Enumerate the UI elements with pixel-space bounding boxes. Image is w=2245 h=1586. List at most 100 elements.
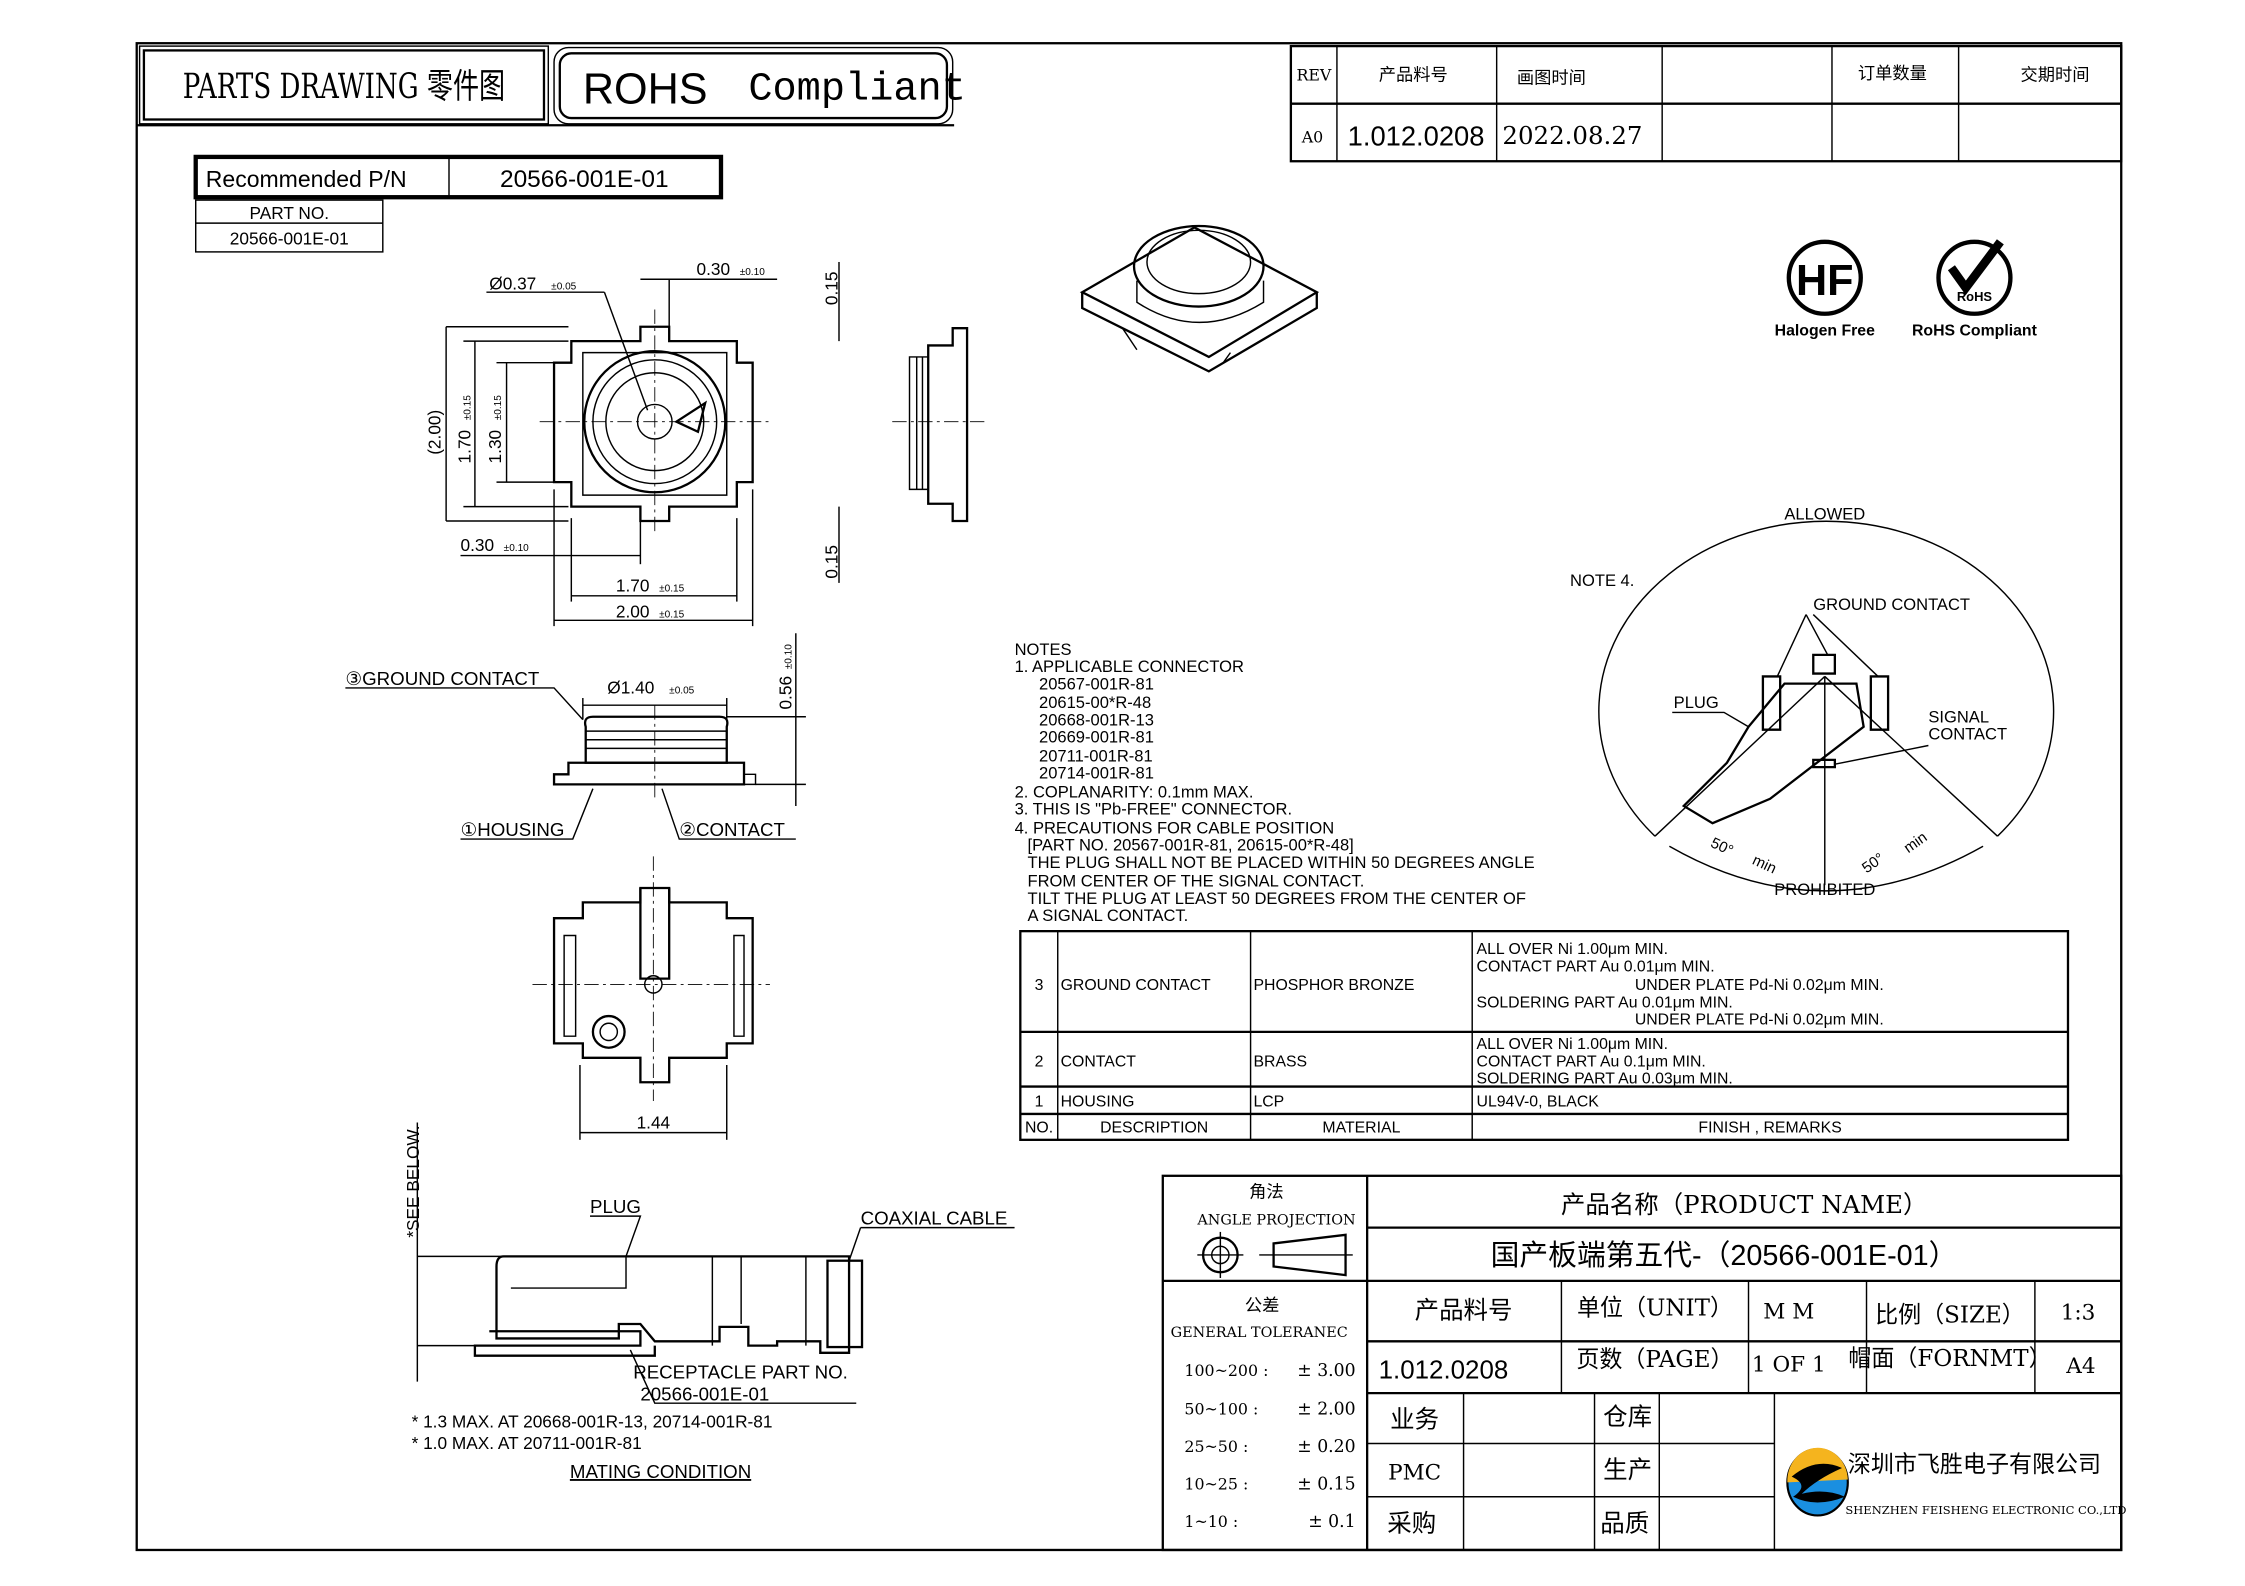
sheet-border: [135, 42, 2123, 1552]
notes-line: A SIGNAL CONTACT.: [1028, 906, 1189, 925]
notes-line: TILT THE PLUG AT LEAST 50 DEGREES FROM T…: [1028, 889, 1527, 908]
dim-dia-037: Ø0.37: [489, 273, 536, 293]
tolerance-row: 1~10 :± 0.1: [1184, 1512, 1355, 1532]
notes-line: 20668-001R-13: [1039, 710, 1154, 729]
tolerance-value: ± 0.20: [1297, 1437, 1355, 1457]
part-no-label: 产品料号: [1415, 1295, 1513, 1324]
tolerance-cn: 公差: [1245, 1296, 1280, 1316]
row-description: CONTACT: [1061, 1053, 1137, 1070]
tolerance-range: 1~10 :: [1184, 1512, 1238, 1531]
table-row: 3 GROUND CONTACT PHOSPHOR BRONZE ALL OVE…: [1035, 941, 1884, 1029]
row-finish: CONTACT PART Au 0.1μm MIN.: [1477, 1053, 1706, 1070]
dim-height-056-tol: ±0.10: [784, 644, 795, 670]
row-description: GROUND CONTACT: [1061, 977, 1211, 994]
dim-w-200-tol: ±0.15: [659, 609, 685, 620]
company-logo-icon: [1786, 1447, 1849, 1517]
housing-callout: ①HOUSING: [461, 819, 565, 840]
table-row: 2 CONTACT BRASS ALL OVER Ni 1.00μm MIN. …: [1035, 1036, 1733, 1088]
see-below-note: *SEE BELOW.: [403, 1126, 423, 1238]
dim-top-030-tol: ±0.10: [740, 267, 766, 278]
notes-line: 4. PRECAUTIONS FOR CABLE POSITION: [1015, 818, 1335, 837]
mating-note-1: * 1.3 MAX. AT 20668-001R-13, 20714-001R-…: [412, 1412, 773, 1432]
row-material: LCP: [1253, 1094, 1284, 1111]
halogen-free-icon: [1786, 239, 1863, 316]
header-description: DESCRIPTION: [1100, 1120, 1208, 1137]
rohs-badge: RoHS RoHS Compliant: [1912, 239, 2038, 339]
dim-dia-140: Ø1.40: [607, 678, 654, 698]
right-angle-label: 50°: [1859, 850, 1887, 877]
first-angle-projection-icon: [1197, 1231, 1353, 1278]
side-profile-drawing: [892, 327, 986, 523]
left-angle-label: 50°: [1708, 834, 1736, 859]
part-number-value: 1.012.0208: [1348, 120, 1485, 151]
receptacle-label: RECEPTACLE PART NO.: [633, 1362, 848, 1383]
tolerance-value: ± 3.00: [1297, 1361, 1355, 1381]
notes-line: 20615-00*R-48: [1039, 693, 1151, 712]
header: PARTS DRAWING 零件图 ROHS Compliant: [138, 45, 966, 125]
notes-line: FROM CENTER OF THE SIGNAL CONTACT.: [1028, 872, 1365, 891]
ground-contact-label: GROUND CONTACT: [1813, 595, 1970, 614]
row-finish: CONTACT PART Au 0.01μm MIN.: [1477, 958, 1715, 975]
row-finish: SOLDERING PART Au 0.03μm MIN.: [1477, 1071, 1733, 1088]
sign-sales: 业务: [1390, 1405, 1439, 1434]
drawing-date-header: 画图时间: [1517, 69, 1586, 89]
row-no: 3: [1035, 977, 1044, 994]
format-label: 帽面（FORNMT）: [1848, 1346, 2051, 1372]
size-label: 比例（SIZE）: [1875, 1303, 2025, 1329]
notes-line: THE PLUG SHALL NOT BE PLACED WITHIN 50 D…: [1028, 853, 1535, 872]
left-min-label: min: [1750, 852, 1779, 878]
ground-contact-callout: ③GROUND CONTACT: [345, 668, 539, 689]
sign-quality: 品质: [1600, 1508, 1649, 1537]
unit-value: M M: [1763, 1299, 1814, 1324]
page-value: 1 OF 1: [1752, 1353, 1826, 1378]
row-material: PHOSPHOR BRONZE: [1253, 977, 1414, 994]
tolerance-range: 25~50 :: [1184, 1437, 1248, 1456]
row-finish: ALL OVER Ni 1.00μm MIN.: [1477, 1036, 1669, 1053]
dim-dia-037-tol: ±0.05: [551, 281, 577, 292]
compliant-title: Compliant: [748, 66, 966, 112]
row-material: BRASS: [1253, 1053, 1307, 1070]
receptacle-part-number: 20566-001E-01: [640, 1383, 769, 1404]
rohs-check-icon: [1936, 239, 2013, 316]
cable-angle-diagram: ALLOWED NOTE 4. GROUND CONTACT PLUG SIGN…: [1570, 505, 2055, 899]
dim-w-170: 1.70: [616, 576, 650, 596]
tolerance-row: 25~50 : ± 0.20: [1184, 1437, 1355, 1457]
notes-line: 2. COPLANARITY: 0.1mm MAX.: [1015, 782, 1254, 801]
page-label: 页数（PAGE）: [1576, 1347, 1733, 1373]
table-row: 1 HOUSING LCP UL94V-0, BLACK: [1035, 1094, 1600, 1111]
dim-top-030: 0.30: [697, 259, 731, 279]
contact-label-diagram: CONTACT: [1928, 725, 2007, 744]
row-finish: ALL OVER Ni 1.00μm MIN.: [1477, 941, 1669, 958]
notes-line: 1. APPLICABLE CONNECTOR: [1015, 657, 1244, 676]
dim-w-200: 2.00: [616, 601, 650, 621]
part-number-header: 产品料号: [1379, 66, 1448, 86]
dim-h-130-tol: ±0.15: [493, 395, 504, 421]
dim-height-056: 0.56: [776, 676, 796, 710]
angle-projection-en: ANGLE PROJECTION: [1196, 1213, 1355, 1229]
note4-label: NOTE 4.: [1570, 571, 1634, 590]
order-qty-header: 订单数量: [1858, 64, 1927, 84]
notes-line: 20714-001R-81: [1039, 764, 1154, 783]
part-no-label: PART NO.: [249, 203, 329, 223]
recommended-pn: Recommended P/N 20566-001E-01 PART NO. 2…: [193, 154, 724, 253]
halogen-free-label: Halogen Free: [1775, 322, 1875, 339]
right-min-label: min: [1901, 829, 1931, 857]
dim-h-170: 1.70: [455, 430, 475, 464]
rev-header: REV: [1296, 66, 1331, 85]
sign-production: 生产: [1603, 1455, 1652, 1484]
rohs-glyph: RoHS: [1957, 289, 1993, 304]
part-no-value: 1.012.0208: [1379, 1357, 1509, 1385]
recommended-pn-value: 20566-001E-01: [500, 166, 669, 193]
notes-line: [PART NO. 20567-001R-81, 20615-00*R-48]: [1028, 836, 1354, 855]
tolerance-range: 10~25 :: [1184, 1475, 1248, 1494]
notes-line: 20711-001R-81: [1039, 746, 1153, 765]
coaxial-cable-label: COAXIAL CABLE: [861, 1208, 1008, 1229]
tolerance-row: 50~100 :± 2.00: [1184, 1400, 1355, 1420]
hf-glyph: HF: [1796, 257, 1854, 305]
company-name-cn: 深圳市飞胜电子有限公司: [1848, 1452, 2101, 1478]
row-no: 2: [1035, 1053, 1044, 1070]
product-name: 国产板端第五代-（20566-001E-01）: [1491, 1240, 1958, 1272]
unit-label: 单位（UNIT）: [1577, 1295, 1733, 1321]
row-finish: UL94V-0, BLACK: [1477, 1094, 1600, 1111]
